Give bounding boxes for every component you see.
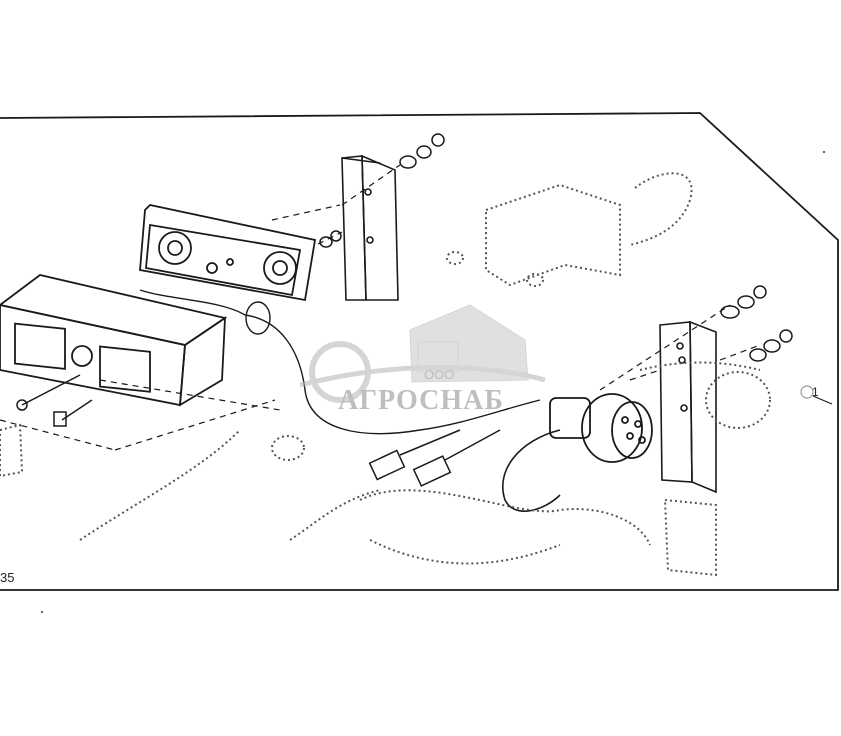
nut-washer-set-upper	[319, 133, 445, 248]
watermark-company-name: АГРОСНАБ	[338, 385, 504, 416]
wiring-harness-main	[139, 289, 541, 435]
tail-light-housing	[139, 204, 317, 302]
callout-label: 1	[812, 385, 819, 399]
diagram-frame	[0, 112, 839, 591]
watermark-logo: ООО АГРОСНАБ	[299, 304, 546, 416]
mounting-bracket-upper	[341, 154, 399, 301]
trailer-socket	[549, 393, 653, 463]
lamp-box	[0, 274, 228, 407]
corner-label: 35	[0, 570, 14, 585]
nut-washer-set-right	[720, 285, 793, 362]
watermark-prefix: ООО	[424, 367, 454, 382]
callout-1: 1	[800, 385, 833, 405]
callout-marker	[800, 385, 814, 399]
wire-connectors	[368, 429, 501, 487]
mounting-bracket-lower	[659, 320, 717, 494]
dotted-alternate-parts	[0, 172, 771, 577]
bolt-set-left	[16, 374, 93, 427]
stray-dot	[41, 611, 43, 613]
leader-lines	[0, 164, 761, 451]
swoosh-icon	[299, 364, 546, 388]
socket-cable-loop	[502, 429, 561, 512]
stray-dot	[823, 151, 825, 153]
